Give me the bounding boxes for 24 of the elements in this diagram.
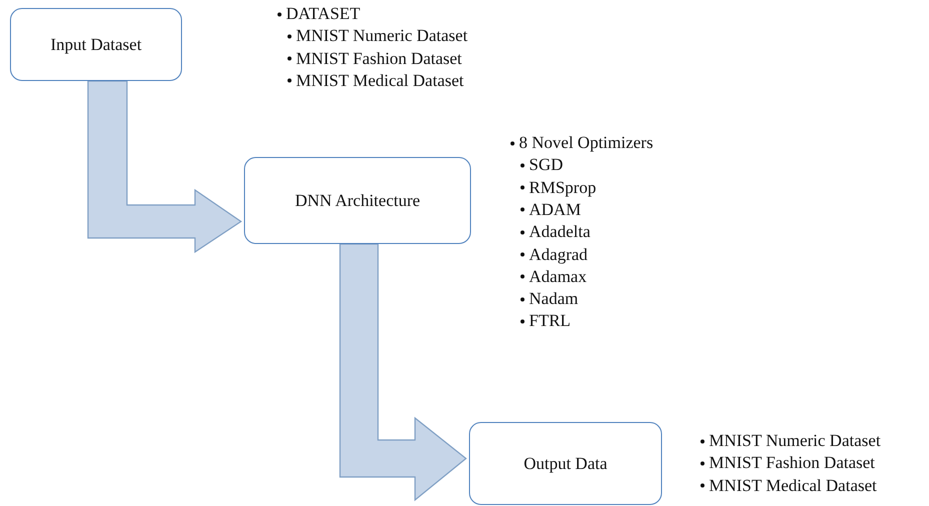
- list-item: Nadam: [529, 289, 578, 310]
- list-item: Adadelta: [529, 222, 590, 242]
- list-item: SGD: [529, 155, 564, 176]
- list-item: MNIST Fashion Dataset: [296, 48, 462, 69]
- process-box: [10, 8, 182, 81]
- box-label: DNN Architecture: [294, 190, 420, 210]
- list-item: Adagrad: [529, 244, 588, 264]
- list-item: MNIST Medical Dataset: [709, 476, 877, 496]
- list-item: MNIST Numeric Dataset: [709, 431, 881, 451]
- box-label: Output Data: [524, 454, 608, 474]
- list-item: FTRL: [529, 311, 571, 332]
- list-item: RMSprop: [529, 178, 596, 198]
- list-item: MNIST Medical Dataset: [296, 70, 464, 91]
- list-item: DATASET: [286, 4, 360, 24]
- list-item: 8 Novel Optimizers: [519, 133, 654, 153]
- list-item: MNIST Fashion Dataset: [709, 453, 875, 474]
- block-arrow: [87, 80, 242, 254]
- list-item: ADAM: [529, 200, 581, 220]
- process-box: [469, 422, 662, 505]
- list-item: MNIST Numeric Dataset: [296, 26, 468, 46]
- list-item: Adamax: [529, 266, 587, 287]
- box-label: Input Dataset: [50, 34, 142, 54]
- process-box: [244, 157, 471, 244]
- block-arrow: [339, 243, 467, 502]
